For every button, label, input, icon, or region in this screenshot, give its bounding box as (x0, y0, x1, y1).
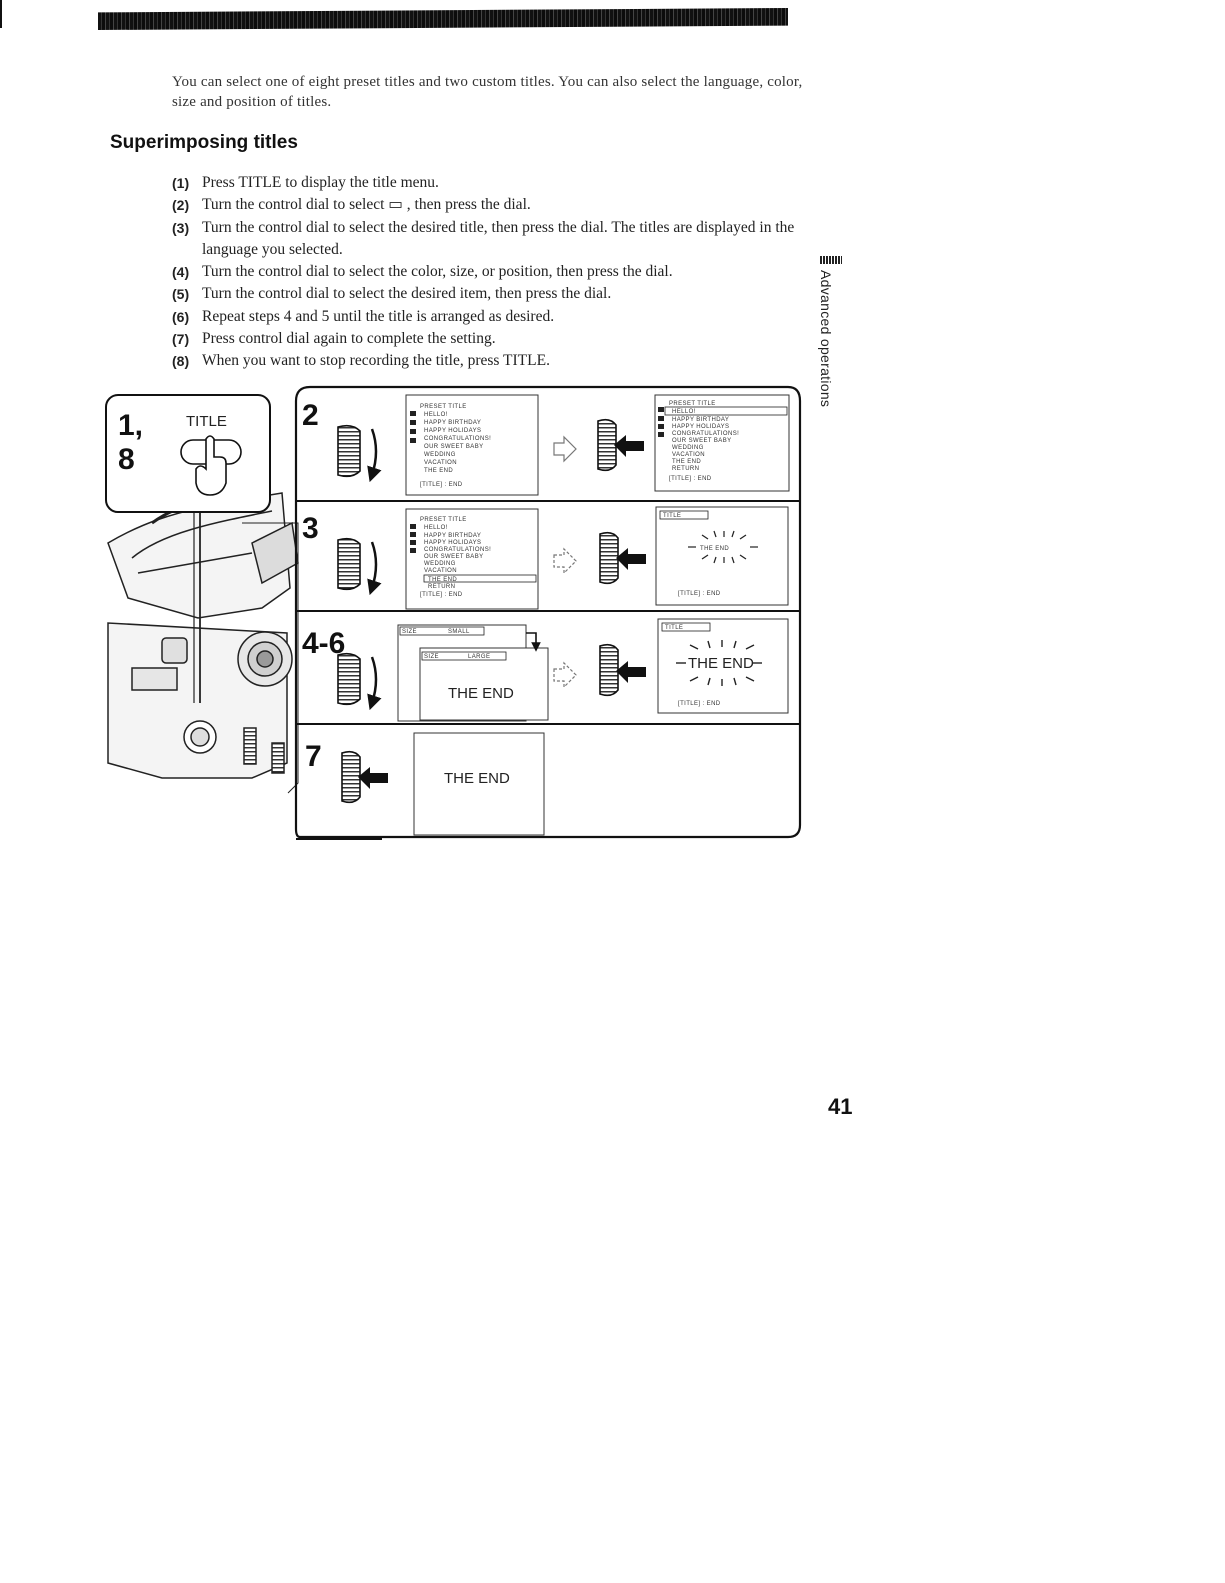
step-label-7: 7 (305, 740, 322, 773)
steps-frame (294, 385, 802, 839)
step-item: (8)When you want to stop recording the t… (172, 352, 550, 370)
final-title-screen: THE END (413, 732, 545, 836)
step-label-2: 2 (302, 399, 319, 432)
step-item: (6)Repeat steps 4 and 5 until the title … (172, 307, 555, 325)
svg-text:[TITLE] : END: [TITLE] : END (420, 592, 463, 598)
svg-text:[TITLE] : END: [TITLE] : END (678, 701, 721, 707)
svg-text:PRESET TITLE: PRESET TITLE (420, 517, 467, 523)
step-item: (2)Turn the control dial to select ▭ , t… (172, 196, 531, 214)
flow-arrow (553, 435, 577, 689)
camcorder-illustration (107, 491, 299, 794)
svg-text:THE END: THE END (700, 546, 729, 552)
svg-text:SMALL: SMALL (448, 629, 470, 635)
side-tab: Advanced operations (816, 256, 846, 416)
svg-text:HELLO!: HELLO! (424, 412, 448, 418)
dial-turn-arrows (367, 428, 382, 711)
svg-text:THE END: THE END (428, 577, 457, 583)
svg-text:TITLE: TITLE (663, 513, 681, 519)
svg-text:HAPPY HOLIDAYS: HAPPY HOLIDAYS (672, 424, 729, 430)
svg-text:VACATION: VACATION (424, 568, 457, 574)
title-operation-diagram: 1, 8 TITLE 2 3 4-6 7 (105, 385, 802, 840)
side-tab-mark (820, 256, 842, 264)
svg-text:THE END: THE END (444, 770, 510, 787)
dial-press-icon (341, 418, 619, 804)
step-item: (3)Turn the control dial to select the d… (172, 218, 795, 258)
page-edge-mark (0, 0, 2, 28)
svg-text:CONGRATULATIONS!: CONGRATULATIONS! (424, 436, 491, 442)
step-label-8: 8 (118, 443, 135, 476)
svg-text:HAPPY BIRTHDAY: HAPPY BIRTHDAY (424, 420, 481, 426)
svg-text:[TITLE] : END: [TITLE] : END (669, 476, 712, 482)
menu-screen-the-end: PRESET TITLE HELLO! HAPPY BIRTHDAY HAPPY… (405, 508, 539, 610)
svg-text:CONGRATULATIONS!: CONGRATULATIONS! (672, 431, 739, 437)
header-bar (98, 8, 788, 30)
svg-text:HAPPY HOLIDAYS: HAPPY HOLIDAYS (424, 428, 481, 434)
large-title-screen: TITLE THE END [TITLE] : END (657, 618, 789, 714)
svg-text:TITLE: TITLE (665, 625, 683, 631)
svg-text:HAPPY HOLIDAYS: HAPPY HOLIDAYS (424, 540, 481, 546)
svg-text:RETURN: RETURN (428, 584, 455, 590)
svg-text:CONGRATULATIONS!: CONGRATULATIONS! (424, 547, 491, 553)
svg-text:OUR SWEET BABY: OUR SWEET BABY (672, 438, 732, 444)
step-item: (7)Press control dial again to complete … (172, 330, 496, 348)
step-item: (4)Turn the control dial to select the c… (172, 263, 673, 281)
svg-text:WEDDING: WEDDING (672, 445, 704, 451)
svg-text:THE END: THE END (424, 468, 453, 474)
svg-text:VACATION: VACATION (672, 452, 705, 458)
svg-text:PRESET TITLE: PRESET TITLE (669, 401, 716, 407)
page-number: 41 (828, 1094, 853, 1119)
svg-text:HAPPY BIRTHDAY: HAPPY BIRTHDAY (424, 533, 481, 539)
svg-text:OUR SWEET BABY: OUR SWEET BABY (424, 554, 484, 560)
svg-text:THE END: THE END (672, 459, 701, 465)
svg-text:[TITLE] : END: [TITLE] : END (420, 482, 463, 488)
menu-screen-selected: PRESET TITLE HELLO! HAPPY BIRTHDAY HAPPY… (654, 394, 790, 492)
step-item: (1)Press TITLE to display the title menu… (172, 174, 439, 191)
svg-text:HELLO!: HELLO! (672, 409, 696, 415)
menu-screen: PRESET TITLE HELLO! HAPPY BIRTHDAY HAPPY… (405, 394, 539, 496)
svg-text:LARGE: LARGE (468, 654, 490, 660)
title-button-label: TITLE (186, 413, 227, 430)
side-tab-label: Advanced operations (818, 270, 834, 408)
svg-text:SIZE: SIZE (402, 629, 417, 635)
svg-text:SIZE: SIZE (424, 654, 439, 660)
section-title: Superimposing titles (110, 132, 298, 153)
svg-text:HELLO!: HELLO! (424, 525, 448, 531)
blinking-title-screen: TITLE THE END [TITLE] : END (655, 506, 789, 606)
svg-text:PRESET TITLE: PRESET TITLE (420, 404, 467, 410)
svg-text:[TITLE] : END: [TITLE] : END (678, 591, 721, 597)
svg-text:WEDDING: WEDDING (424, 561, 456, 567)
svg-text:OUR SWEET BABY: OUR SWEET BABY (424, 444, 484, 450)
svg-text:WEDDING: WEDDING (424, 452, 456, 458)
intro-paragraph: You can select one of eight preset title… (172, 74, 803, 110)
step-label-1: 1, (118, 409, 143, 442)
svg-text:RETURN: RETURN (672, 466, 699, 472)
steps-list: (1)Press TITLE to display the title menu… (172, 172, 812, 373)
svg-text:VACATION: VACATION (424, 460, 457, 466)
step-item: (5)Turn the control dial to select the d… (172, 285, 612, 303)
svg-text:HAPPY BIRTHDAY: HAPPY BIRTHDAY (672, 417, 729, 423)
svg-text:THE END: THE END (688, 655, 754, 672)
pressing-finger-icon (195, 435, 227, 496)
press-arrows (358, 435, 646, 789)
step-1-8-panel: 1, 8 TITLE (105, 394, 271, 513)
step-label-3: 3 (302, 512, 319, 545)
svg-text:THE END: THE END (448, 685, 514, 702)
size-setting-screens: SIZE SMALL SIZE LARGE THE END (397, 624, 549, 722)
dial-turn-icon (337, 424, 361, 706)
